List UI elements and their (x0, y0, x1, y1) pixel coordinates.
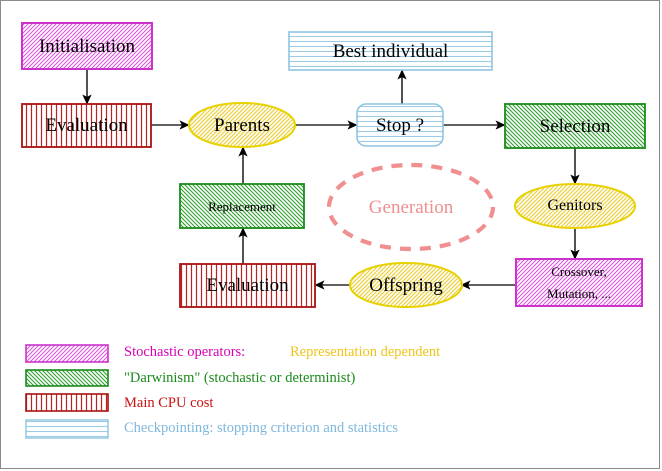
node-replacement (179, 183, 305, 229)
legend-swatch-stochastic (25, 344, 109, 363)
node-selection (504, 103, 646, 149)
node-generation (326, 162, 496, 252)
node-evaluation-top (21, 103, 152, 148)
legend-label-checkpointing: Checkpointing: stopping criterion and st… (124, 420, 398, 436)
node-initialisation (21, 22, 153, 70)
legend-label-representation-dependent: Representation dependent (290, 344, 441, 360)
legend-swatch-checkpointing (25, 419, 109, 439)
node-parents (188, 102, 296, 148)
legend-label-darwinism: "Darwinism" (stochastic or determinist) (124, 370, 356, 386)
legend-label-stochastic-operators: Stochastic operators: (124, 344, 246, 360)
node-stop (356, 103, 444, 147)
node-offspring (349, 262, 463, 308)
legend-label-main-cpu-cost: Main CPU cost (124, 395, 214, 411)
legend-swatch-cpu-cost (25, 393, 109, 412)
node-evaluation-bottom (179, 263, 316, 308)
node-best-individual (288, 31, 493, 71)
node-genitors (514, 183, 636, 229)
node-crossover-mutation (515, 258, 643, 307)
legend-swatch-darwinism (25, 369, 109, 387)
